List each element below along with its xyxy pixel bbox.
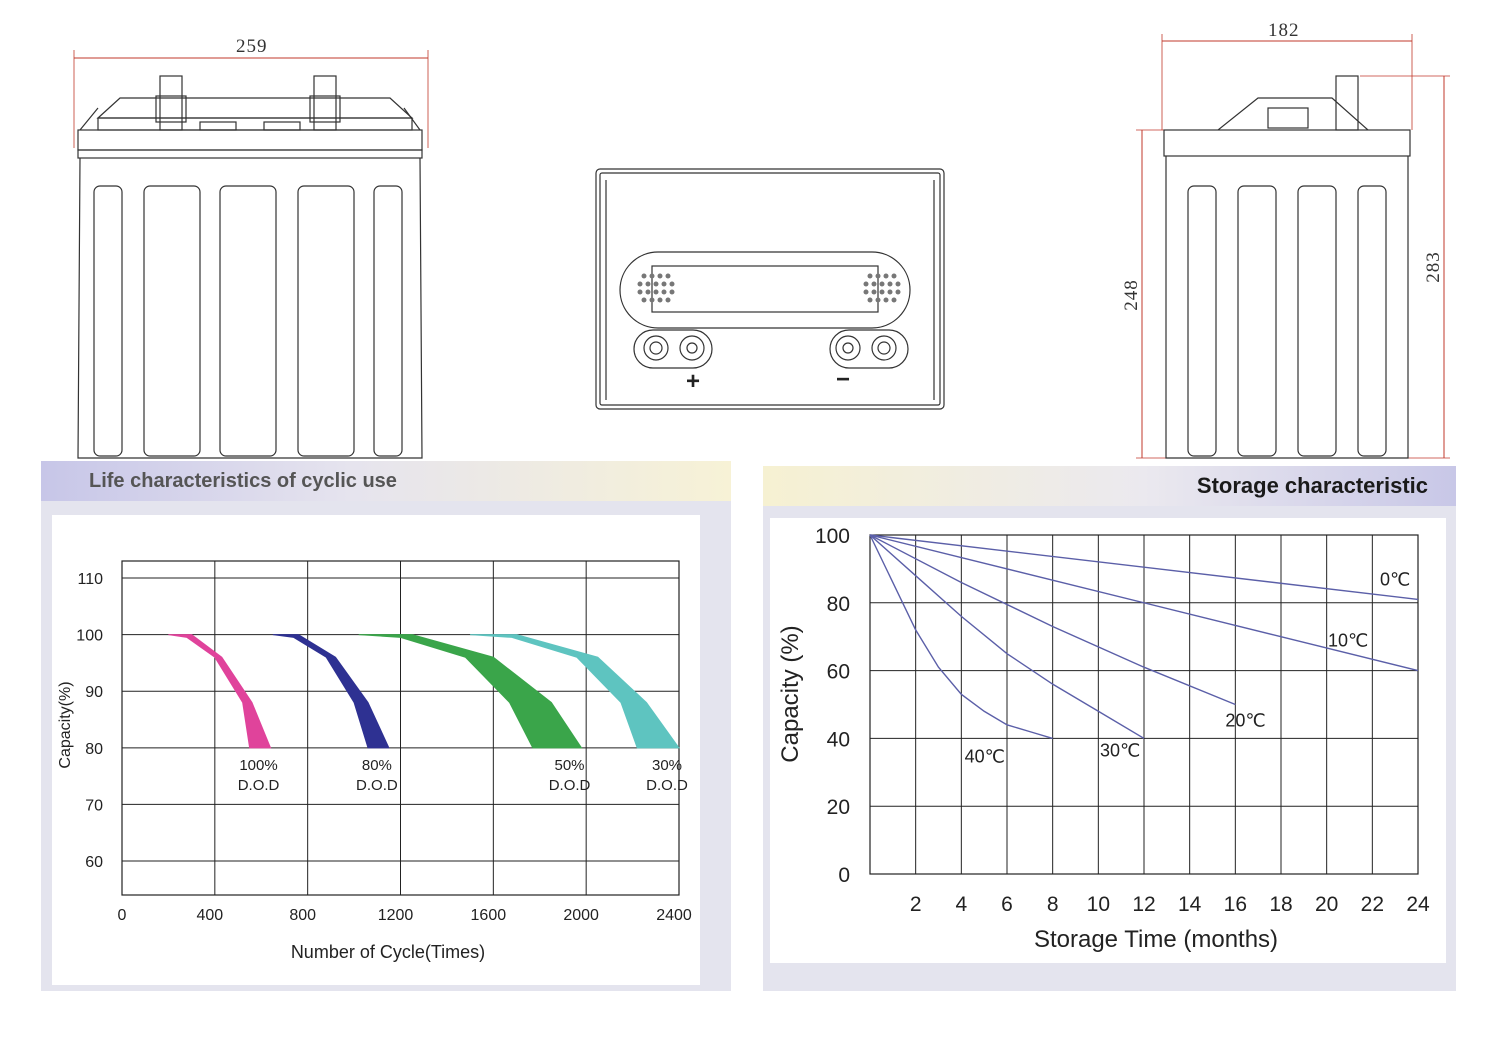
storage-x-tick-label: 12 [1132,893,1155,916]
cycle-series-band-1 [272,634,390,749]
cycle-x-tick-label: 1600 [471,907,507,924]
cycle-series-label: 80% [362,757,392,774]
storage-series-line-1 [869,534,1419,672]
side-view-drawing [1136,34,1450,459]
storage-panel-body [770,518,1446,963]
cycle-series-band-0 [168,634,272,749]
storage-x-tick-label: 6 [1001,893,1013,916]
cycle-panel-title: Life characteristics of cyclic use [89,469,397,492]
storage-y-axis-label: Capacity (%) [777,625,804,762]
cycle-x-tick-label: 2400 [656,907,692,924]
storage-x-tick-label: 24 [1406,893,1430,916]
cycle-series-label: D.O.D [356,777,398,794]
storage-x-tick-label: 10 [1087,893,1110,916]
cycle-series-label: D.O.D [238,777,280,794]
storage-y-tick-label: 40 [827,728,850,751]
storage-x-tick-label: 8 [1047,893,1059,916]
cycle-series-label: 30% [652,757,682,774]
storage-series-line-3 [869,534,1145,740]
cycle-series-band-3 [470,634,680,749]
cycle-panel-header: Life characteristics of cyclic use [41,461,731,501]
cycle-y-tick-label: 110 [77,571,103,588]
cycle-y-tick-label: 60 [85,854,103,871]
cycle-y-tick-label: 70 [85,797,103,814]
top-view-drawing [595,168,945,410]
storage-series-line-0 [869,534,1419,601]
cycle-series-label: D.O.D [646,777,688,794]
positive-terminal-label: + [686,368,701,395]
storage-series-label: 20℃ [1225,711,1265,731]
storage-series-label: 10℃ [1328,631,1368,651]
cycle-y-tick-label: 80 [85,741,103,758]
front-view-drawing [73,50,429,459]
storage-x-axis-label: Storage Time (months) [1034,926,1278,953]
cycle-x-tick-label: 800 [289,907,316,924]
storage-x-tick-label: 16 [1224,893,1247,916]
front-width-dimension: 259 [236,36,268,57]
storage-y-tick-label: 100 [815,525,850,548]
storage-series-label: 30℃ [1100,740,1140,760]
storage-x-tick-label: 20 [1315,893,1338,916]
cycle-series-label: 50% [555,757,585,774]
storage-series-line-2 [869,534,1236,706]
negative-terminal-label: − [836,366,851,393]
storage-series-line-4 [869,534,1053,740]
cycle-series-label: D.O.D [549,777,591,794]
cycle-y-tick-label: 100 [76,628,103,645]
storage-panel-title: Storage characteristic [1196,473,1428,498]
storage-panel-header: Storage characteristic [763,466,1456,506]
storage-y-tick-label: 0 [838,864,850,887]
storage-plot-border [869,534,1419,875]
cycle-x-tick-label: 400 [196,907,223,924]
cycle-series-label: 100% [239,757,277,774]
storage-y-tick-label: 60 [827,661,850,684]
storage-y-tick-label: 20 [827,796,850,819]
side-width-dimension: 182 [1268,20,1300,41]
storage-x-tick-label: 14 [1178,893,1202,916]
storage-x-tick-label: 22 [1361,893,1384,916]
cycle-panel-body [52,515,700,985]
storage-x-tick-label: 4 [955,893,967,916]
storage-series-label: 40℃ [965,746,1005,766]
storage-series-label: 0℃ [1380,569,1410,589]
cycle-x-tick-label: 2000 [563,907,599,924]
storage-x-tick-label: 18 [1269,893,1292,916]
cycle-plot-border [121,560,680,896]
battery-drawings [73,34,1450,459]
cycle-x-tick-label: 1200 [378,907,414,924]
cycle-series-band-2 [358,634,583,749]
storage-x-tick-label: 2 [910,893,922,916]
cycle-x-tick-label: 0 [118,907,127,924]
cycle-x-axis-label: Number of Cycle(Times) [291,942,485,962]
cycle-y-tick-label: 90 [85,684,103,701]
storage-y-tick-label: 80 [827,593,850,616]
cycle-y-axis-label: Capacity(%) [57,681,74,768]
